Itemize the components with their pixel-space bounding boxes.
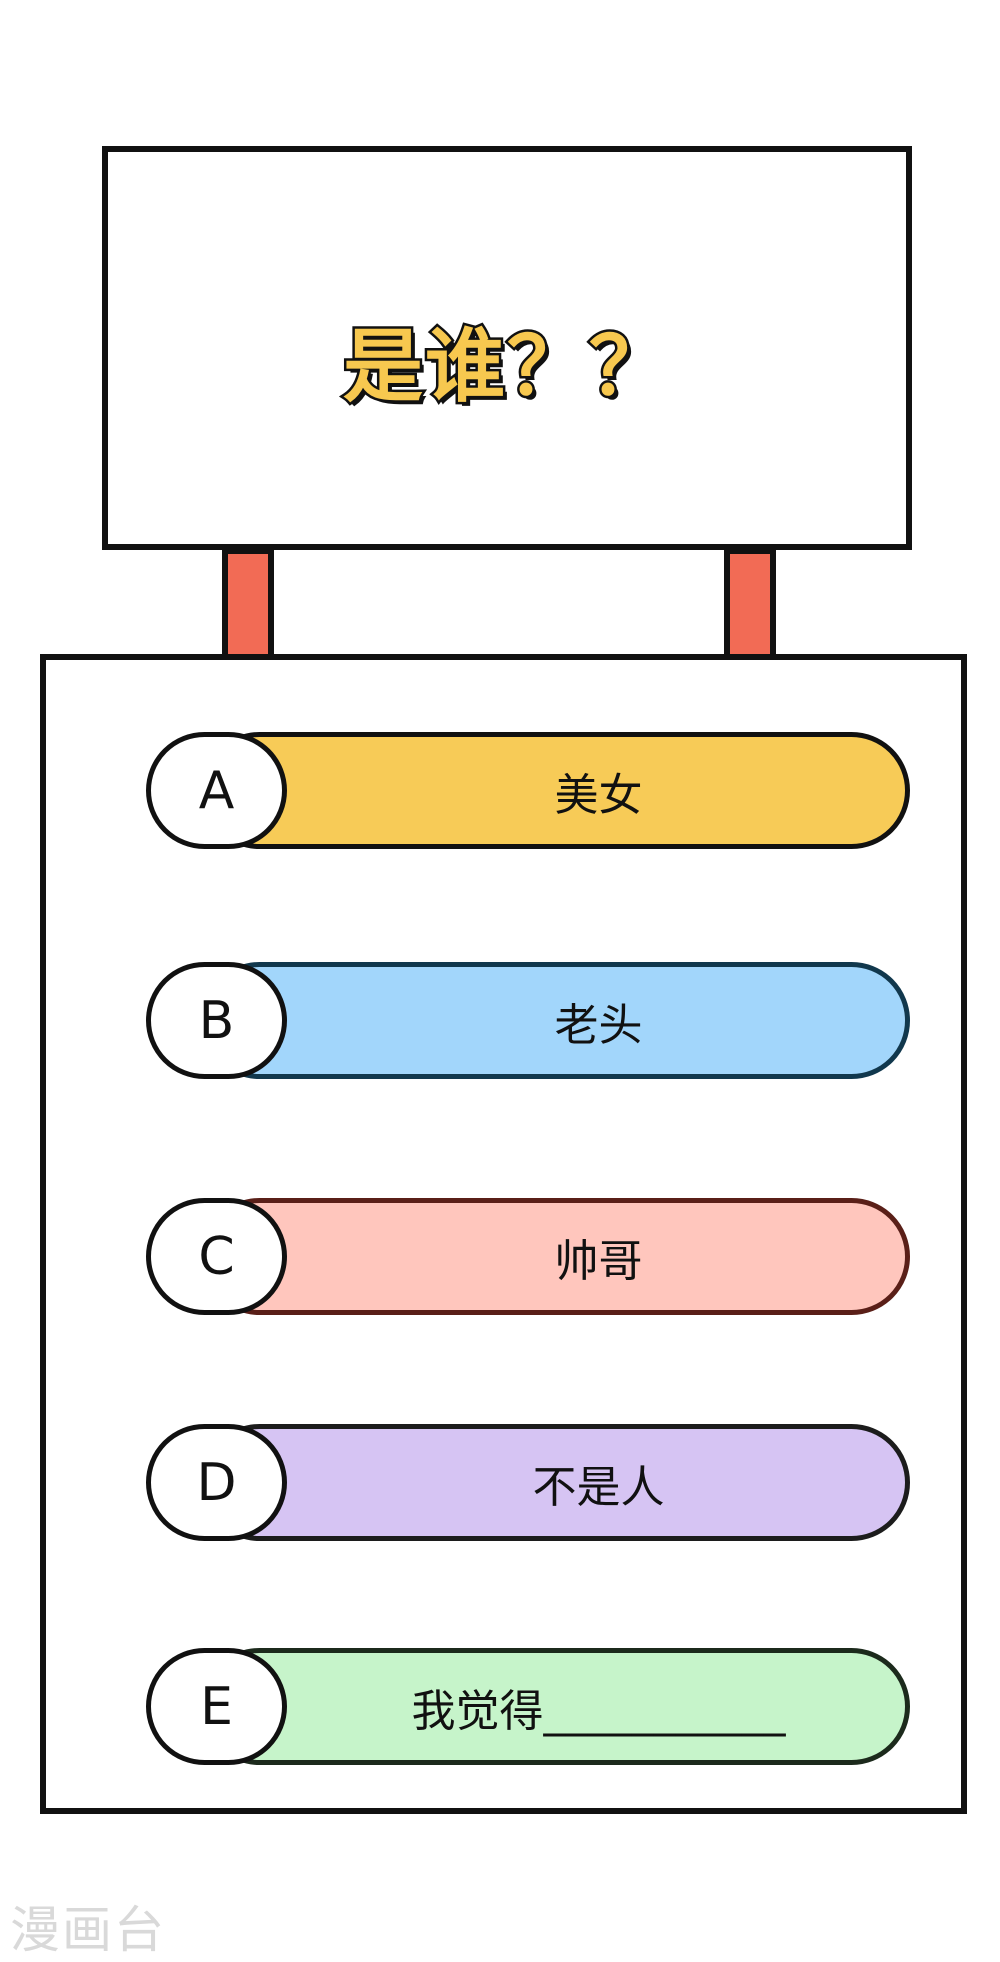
sign-post-left — [222, 548, 274, 662]
option-b[interactable]: B 老头 — [146, 962, 910, 1079]
option-a-letter: A — [146, 732, 287, 849]
option-e-letter: E — [146, 1648, 287, 1765]
option-c-pill — [201, 1198, 910, 1315]
option-a[interactable]: A 美女 — [146, 732, 910, 849]
option-b-pill — [201, 962, 910, 1079]
watermark-logo: 漫画台 — [10, 1901, 166, 1959]
option-e-pill — [201, 1648, 910, 1765]
option-b-text: 老头 — [554, 999, 643, 1051]
option-d-text: 不是人 — [532, 1461, 665, 1513]
sign-post-right — [724, 548, 776, 662]
option-c-letter: C — [146, 1198, 287, 1315]
option-c[interactable]: C 帅哥 — [146, 1198, 910, 1315]
option-e-text: 我觉得___________ — [411, 1685, 786, 1737]
option-d-pill — [201, 1424, 910, 1541]
option-a-text: 美女 — [554, 769, 643, 821]
option-a-pill — [201, 732, 910, 849]
option-c-text: 帅哥 — [554, 1235, 643, 1287]
option-b-letter: B — [146, 962, 287, 1079]
options-panel: A 美女 B 老头 C 帅哥 D 不是人 E 我觉得___________ — [40, 654, 967, 1814]
option-e[interactable]: E 我觉得___________ — [146, 1648, 910, 1765]
option-d-letter: D — [146, 1424, 287, 1541]
option-d[interactable]: D 不是人 — [146, 1424, 910, 1541]
question-board: 是谁？？ — [102, 146, 912, 550]
question-text: 是谁？？ — [341, 318, 672, 416]
